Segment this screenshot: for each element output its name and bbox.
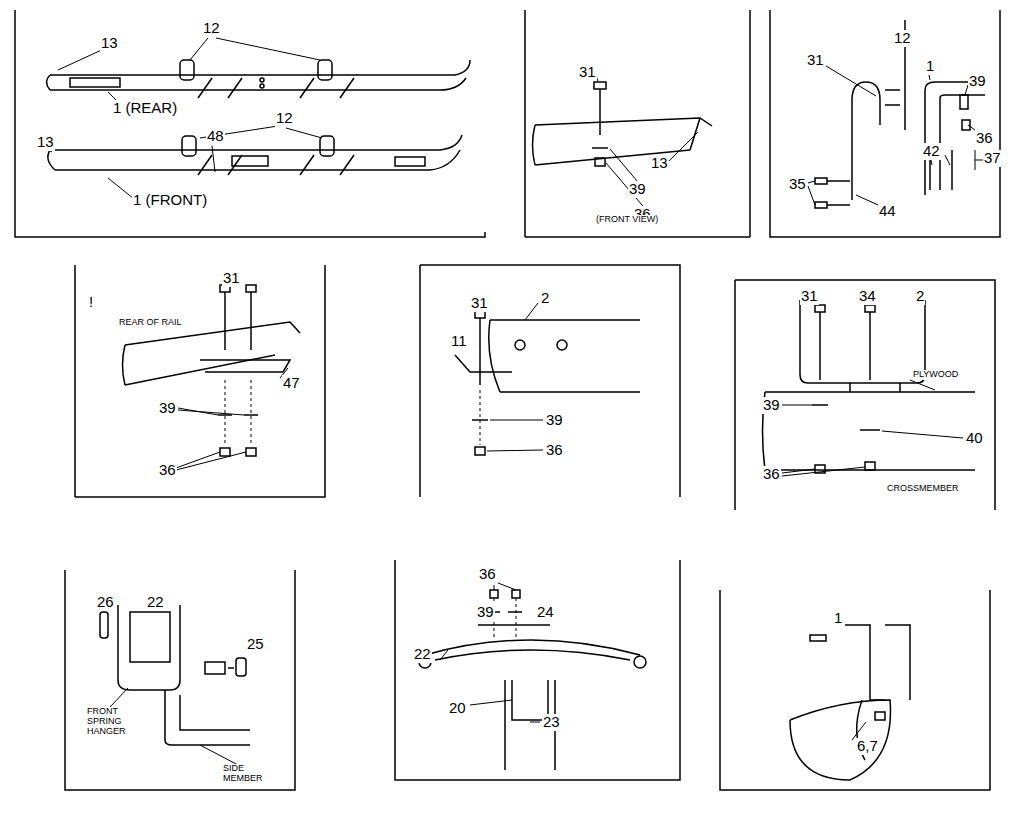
- callout-number: 13: [650, 155, 669, 172]
- callout-number: 2: [915, 288, 925, 305]
- callout-number: 39: [762, 397, 781, 414]
- callout-number: 6,7: [856, 738, 879, 755]
- callout-number: 24: [536, 604, 555, 621]
- callout-number: 42: [922, 143, 941, 160]
- part-label: REAR OF RAIL: [118, 318, 183, 328]
- callout-number: 39: [545, 412, 564, 429]
- callout-number: 36: [545, 442, 564, 459]
- part-label: (FRONT VIEW): [595, 215, 659, 225]
- callout-number: 40: [965, 430, 984, 447]
- part-label: CROSSMEMBER: [886, 484, 960, 494]
- callout-number: 35: [788, 176, 807, 193]
- callout-number: 39: [158, 400, 177, 417]
- part-label: FRONT SPRING HANGER: [86, 707, 140, 737]
- callout-number: 11: [450, 333, 468, 350]
- callout-number: 13: [36, 134, 55, 151]
- part-label: 1 (REAR): [112, 100, 178, 117]
- callout-number: 31: [470, 295, 489, 312]
- callout-number: 22: [413, 646, 432, 663]
- callout-number: 36: [975, 130, 994, 147]
- callout-number: 2: [540, 290, 550, 307]
- callout-number: 36: [478, 566, 497, 583]
- callout-number: 1: [833, 610, 843, 627]
- callout-number: 13: [100, 35, 119, 52]
- callout-number: 25: [246, 636, 265, 653]
- callout-number: 26: [96, 594, 115, 611]
- callout-number: 39: [476, 604, 495, 621]
- callout-number: 12: [202, 20, 221, 37]
- part-label: PLYWOOD: [912, 370, 959, 380]
- callout-number: 34: [858, 288, 877, 305]
- callout-number: 31: [806, 52, 825, 69]
- callout-number: 1: [925, 58, 935, 75]
- callout-number: 31: [800, 288, 819, 305]
- callout-number: 20: [448, 700, 467, 717]
- callout-number: 39: [628, 181, 647, 198]
- callout-number: 31: [578, 64, 597, 81]
- callout-number: 23: [542, 714, 561, 731]
- callout-number: 47: [282, 375, 301, 392]
- part-label: SIDE MEMBER: [222, 764, 284, 784]
- callout-number: 36: [158, 462, 177, 479]
- callout-number: !: [88, 294, 94, 311]
- part-label: 1 (FRONT): [132, 192, 208, 209]
- callout-number: 12: [893, 30, 912, 47]
- callout-number: 39: [968, 73, 987, 90]
- callout-number: 12: [275, 110, 294, 127]
- callout-number: 22: [146, 594, 165, 611]
- callout-number: 31: [222, 270, 241, 287]
- callout-number: 48: [206, 128, 225, 145]
- callout-number: 44: [878, 203, 897, 220]
- callout-number: 37: [983, 150, 1002, 167]
- callout-number: 36: [762, 466, 781, 483]
